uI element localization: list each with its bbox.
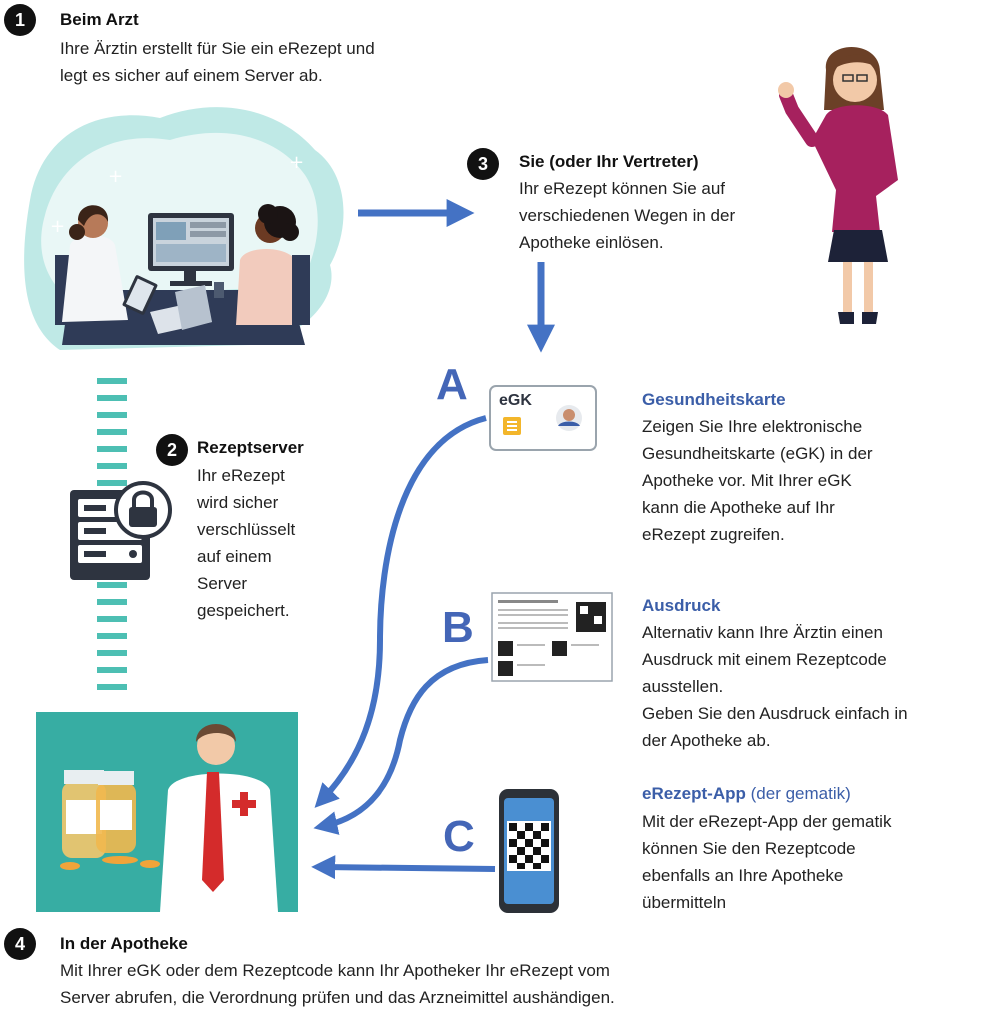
doctor-scene-illustration: + + + <box>24 107 344 351</box>
option-c-title: eRezept-App (der gematik) <box>642 784 851 804</box>
option-a-line: kann die Apotheke auf Ihr <box>642 498 835 517</box>
server-lock-icon <box>70 481 172 580</box>
arrow-option-b <box>313 657 489 835</box>
option-b-letter: B <box>442 603 474 652</box>
option-a-letter: A <box>436 360 468 409</box>
phone-app-icon <box>499 789 559 913</box>
option-c-line: übermitteln <box>642 893 727 912</box>
step3-number-badge: 3 <box>467 148 499 180</box>
step2-line: verschlüsselt <box>197 520 296 539</box>
printout-icon <box>491 592 613 682</box>
woman-illustration <box>778 47 898 324</box>
arrow-option-a <box>314 415 487 808</box>
step2-line: wird sicher <box>197 493 279 512</box>
arrow-option-c <box>311 855 496 880</box>
step2-line: auf einem <box>197 547 272 566</box>
step1-title: Beim Arzt <box>60 10 139 29</box>
svg-text:+: + <box>289 152 304 173</box>
step3-description: Ihr eRezept können Sie auf verschiedenen… <box>519 175 735 256</box>
step1-number-badge: 1 <box>4 4 36 36</box>
option-b-line: Geben Sie den Ausdruck einfach in <box>642 704 908 723</box>
step3-title: Sie (oder Ihr Vertreter) <box>519 152 699 171</box>
option-b-title: Ausdruck <box>642 596 721 615</box>
option-a-line: Zeigen Sie Ihre elektronische <box>642 417 863 436</box>
step1-description: Ihre Ärztin erstellt für Sie ein eRezept… <box>60 35 375 89</box>
step3-line: verschiedenen Wegen in der <box>519 206 736 225</box>
step4-line: Mit Ihrer eGK oder dem Rezeptcode kann I… <box>60 961 610 980</box>
egk-card-label: eGK <box>499 392 532 409</box>
option-b-line: ausstellen. <box>642 677 724 696</box>
option-c-title-main: eRezept-App <box>642 784 746 803</box>
step2-title: Rezeptserver <box>197 438 304 457</box>
svg-text:+: + <box>50 216 65 237</box>
step4-title: In der Apotheke <box>60 934 188 953</box>
option-a-line: eRezept zugreifen. <box>642 525 785 544</box>
option-b-line: Ausdruck mit einem Rezeptcode <box>642 650 887 669</box>
option-a-line: Apotheke vor. Mit Ihrer eGK <box>642 471 852 490</box>
step1-line: Ihre Ärztin erstellt für Sie ein eRezept… <box>60 39 375 58</box>
option-a-description: Zeigen Sie Ihre elektronische Gesundheit… <box>642 413 873 548</box>
option-c-line: ebenfalls an Ihre Apotheke <box>642 866 844 885</box>
option-c-line: können Sie den Rezeptcode <box>642 839 856 858</box>
option-a-title: Gesundheitskarte <box>642 390 786 409</box>
option-b-description: Alternativ kann Ihre Ärztin einen Ausdru… <box>642 619 908 754</box>
step2-line: gespeichert. <box>197 601 290 620</box>
step4-line: Server abrufen, die Verordnung prüfen un… <box>60 988 615 1007</box>
option-a-line: Gesundheitskarte (eGK) in der <box>642 444 873 463</box>
option-b-line: Alternativ kann Ihre Ärztin einen <box>642 623 883 642</box>
option-c-title-suffix: (der gematik) <box>745 784 851 803</box>
egk-card-icon <box>489 385 597 451</box>
step4-number-badge: 4 <box>4 928 36 960</box>
option-c-description: Mit der eRezept-App der gematik können S… <box>642 808 891 916</box>
step4-description: Mit Ihrer eGK oder dem Rezeptcode kann I… <box>60 957 615 1011</box>
option-b-line: der Apotheke ab. <box>642 731 771 750</box>
step2-description: Ihr eRezept wird sicher verschlüsselt au… <box>197 462 295 624</box>
option-c-letter: C <box>443 812 475 861</box>
svg-text:+: + <box>108 166 123 187</box>
step3-line: Apotheke einlösen. <box>519 233 664 252</box>
pharmacy-illustration <box>36 712 298 912</box>
option-c-line: Mit der eRezept-App der gematik <box>642 812 892 831</box>
step2-line: Server <box>197 574 248 593</box>
step2-number-badge: 2 <box>156 434 188 466</box>
step3-line: Ihr eRezept können Sie auf <box>519 179 726 198</box>
step2-line: Ihr eRezept <box>197 466 285 485</box>
step1-line: legt es sicher auf einem Server ab. <box>60 66 323 85</box>
